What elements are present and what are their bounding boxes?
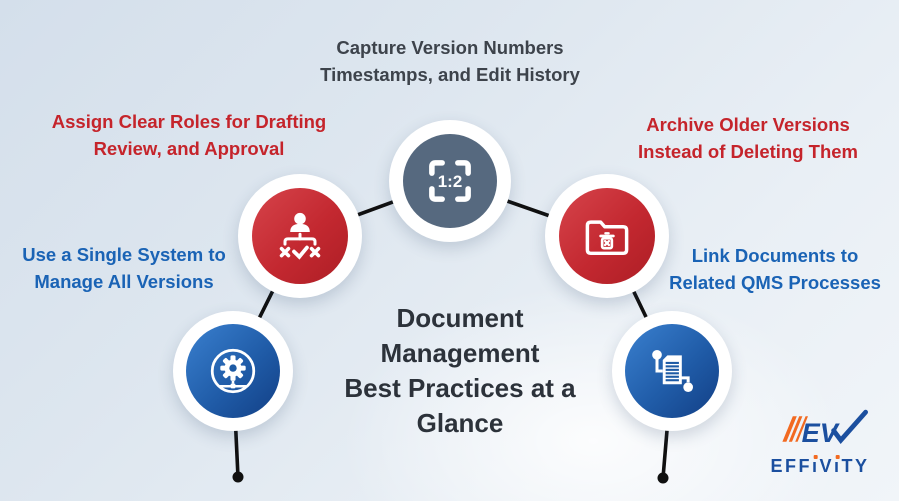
person-glyph — [290, 212, 310, 232]
logo-letter-i: ı — [834, 456, 842, 476]
caption-line: Link Documents to — [691, 245, 859, 266]
approval-hierarchy-icon — [279, 212, 321, 260]
node-linked-documents-circle — [625, 324, 719, 418]
bracket-bottom-right — [455, 186, 471, 202]
caption-line: Timestamps, and Edit History — [320, 64, 580, 85]
system-ring — [210, 348, 256, 394]
bracket-top-left — [429, 160, 445, 176]
aspect-ratio-icon: 1:2 — [429, 160, 471, 202]
caption-capture-versions: Capture Version Numbers Timestamps, and … — [240, 34, 660, 88]
caption-assign-roles: Assign Clear Roles for Drafting Review, … — [28, 108, 350, 162]
caption-archive-versions: Archive Older Versions Instead of Deleti… — [606, 111, 890, 165]
effivity-logo-mark: EV — [782, 409, 868, 448]
title-line: Best Practices at a — [344, 373, 576, 403]
title-line: Glance — [416, 408, 504, 438]
caption-line: Review, and Approval — [93, 138, 285, 159]
title-line: Management — [380, 338, 540, 368]
bracket-top-right — [455, 160, 471, 176]
caption-line: Instead of Deleting Them — [638, 141, 858, 162]
decision-marks — [279, 245, 321, 260]
caption-line: Archive Older Versions — [646, 114, 850, 135]
caption-line: Related QMS Processes — [669, 272, 881, 293]
caption-line: Manage All Versions — [34, 271, 214, 292]
node-linked-documents — [612, 311, 732, 431]
logo-letters: TY — [841, 456, 870, 476]
node-version-capture-circle: 1:2 — [403, 134, 497, 228]
logo-wordmark: EFFıVıTY — [746, 456, 894, 477]
caption-single-system: Use a Single System to Manage All Versio… — [6, 241, 242, 295]
logo-letters: EFF — [770, 456, 812, 476]
ratio-label: 1:2 — [438, 172, 462, 191]
hierarchy-lines — [283, 232, 317, 246]
page-title: Document Management Best Practices at a … — [330, 301, 590, 441]
logo-check-swoosh — [831, 409, 868, 444]
trash-glyph — [599, 232, 615, 250]
node-single-system-circle — [186, 324, 280, 418]
arc-end-dot-right — [657, 472, 669, 484]
logo-letter-i: ı — [811, 456, 820, 476]
caption-line: Assign Clear Roles for Drafting — [51, 111, 327, 132]
caption-link-documents: Link Documents to Related QMS Processes — [656, 242, 894, 296]
bracket-bottom-left — [429, 186, 445, 202]
caption-line: Use a Single System to — [22, 244, 226, 265]
arc-end-dot-left — [232, 471, 244, 483]
gear-glyph — [220, 355, 246, 381]
gear-system-icon — [210, 348, 256, 394]
caption-line: Capture Version Numbers — [336, 37, 564, 58]
logo-letters: V — [819, 456, 834, 476]
system-base — [219, 380, 247, 389]
node-archive-folder — [545, 174, 669, 298]
link-nodes — [652, 350, 693, 392]
linked-document-icon — [652, 350, 693, 392]
node-single-system — [173, 311, 293, 431]
node-archive-folder-circle — [559, 188, 655, 284]
node-roles-approval — [238, 174, 362, 298]
folder-outline — [585, 220, 629, 256]
logo-stripes — [782, 416, 808, 442]
effivity-logo: EV EFFıVıTY — [746, 408, 894, 478]
node-version-capture: 1:2 — [389, 120, 511, 242]
title-line: Document — [396, 303, 524, 333]
folder-delete-icon — [585, 220, 629, 256]
node-roles-approval-circle — [252, 188, 348, 284]
document-glyph — [662, 355, 682, 385]
